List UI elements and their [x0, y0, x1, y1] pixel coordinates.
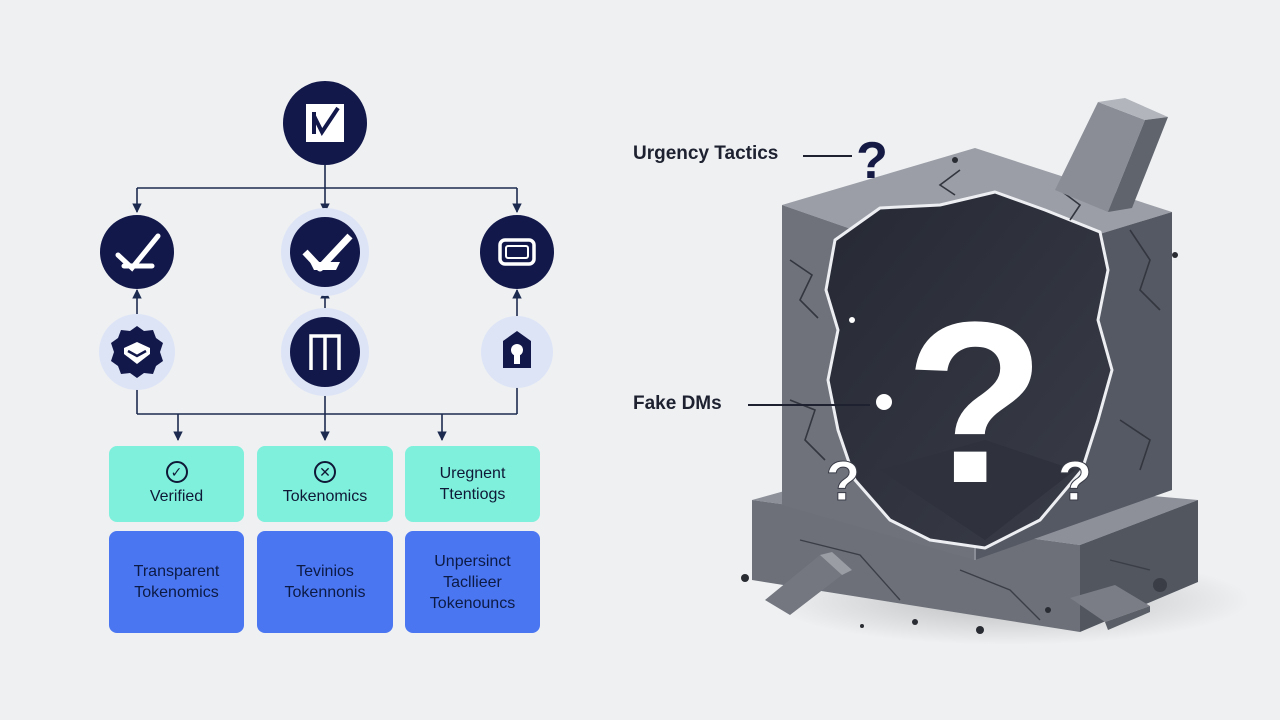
screen-icon	[498, 238, 536, 266]
lock-house-icon	[503, 331, 531, 368]
card-transparent-tokenomics: Transparent Tokenomics	[109, 531, 244, 633]
card-tevinios-line2: Tokennonis	[284, 584, 366, 601]
upper-node-center	[281, 208, 369, 296]
rubble	[741, 157, 1178, 634]
small-question-mark-left: ?	[826, 449, 860, 512]
upper-node-left	[100, 215, 174, 289]
card-tokenomics: ✕ Tokenomics	[257, 446, 393, 522]
cavity-floor	[880, 440, 1075, 540]
check-circle-icon: ✓	[165, 461, 188, 483]
lower-node-center	[281, 308, 369, 396]
card-unpersinct-line2: Tacllieer	[443, 573, 502, 591]
card-transparent-line2: Tokenomics	[134, 584, 219, 601]
small-question-mark-right: ?	[1058, 449, 1092, 512]
fake-dms-pointer-dot	[876, 394, 892, 410]
card-tokenomics-label: Tokenomics	[282, 488, 368, 505]
card-verified-label: Verified	[149, 488, 204, 505]
card-urgent-line1: Uregnent	[439, 465, 506, 482]
callout-urgency-tactics: Urgency Tactics	[633, 143, 779, 164]
card-urgent-line2: Ttentiogs	[439, 486, 506, 503]
checkmark-icon	[115, 233, 161, 272]
card-unpersinct-line3: Tokenouncs	[429, 594, 516, 612]
broken-slab-top	[1055, 98, 1168, 212]
card-transparent-line1: Transparent	[133, 563, 220, 580]
connectors	[132, 165, 522, 441]
x-circle-icon: ✕	[314, 461, 336, 483]
checkbox-icon	[306, 104, 344, 142]
card-tevinios: Tevinios Tokennonis	[257, 531, 393, 633]
card-tevinios-line1: Tevinios	[296, 563, 354, 580]
top-node	[283, 81, 367, 165]
card-urgent: Uregnent Ttentiogs	[405, 446, 540, 522]
cavity-spark	[849, 317, 855, 323]
upper-node-right	[480, 215, 554, 289]
card-unpersinct: Unpersinct Tacllieer Tokenouncs	[405, 531, 540, 633]
lower-node-left	[99, 314, 175, 390]
big-question-mark: ?	[905, 274, 1046, 531]
shield-check-icon	[302, 233, 353, 272]
callout-question-mark: ?	[856, 132, 888, 190]
callout-fake-dms: Fake DMs	[633, 393, 722, 414]
lower-node-right	[481, 316, 553, 388]
cavity-rim	[824, 190, 1114, 550]
square-bracket-icon	[309, 334, 341, 370]
card-verified: ✓ Verified	[109, 446, 244, 522]
card-unpersinct-line1: Unpersinct	[434, 552, 511, 570]
cube-cracks	[789, 169, 1161, 471]
badge-check-icon	[111, 326, 163, 378]
